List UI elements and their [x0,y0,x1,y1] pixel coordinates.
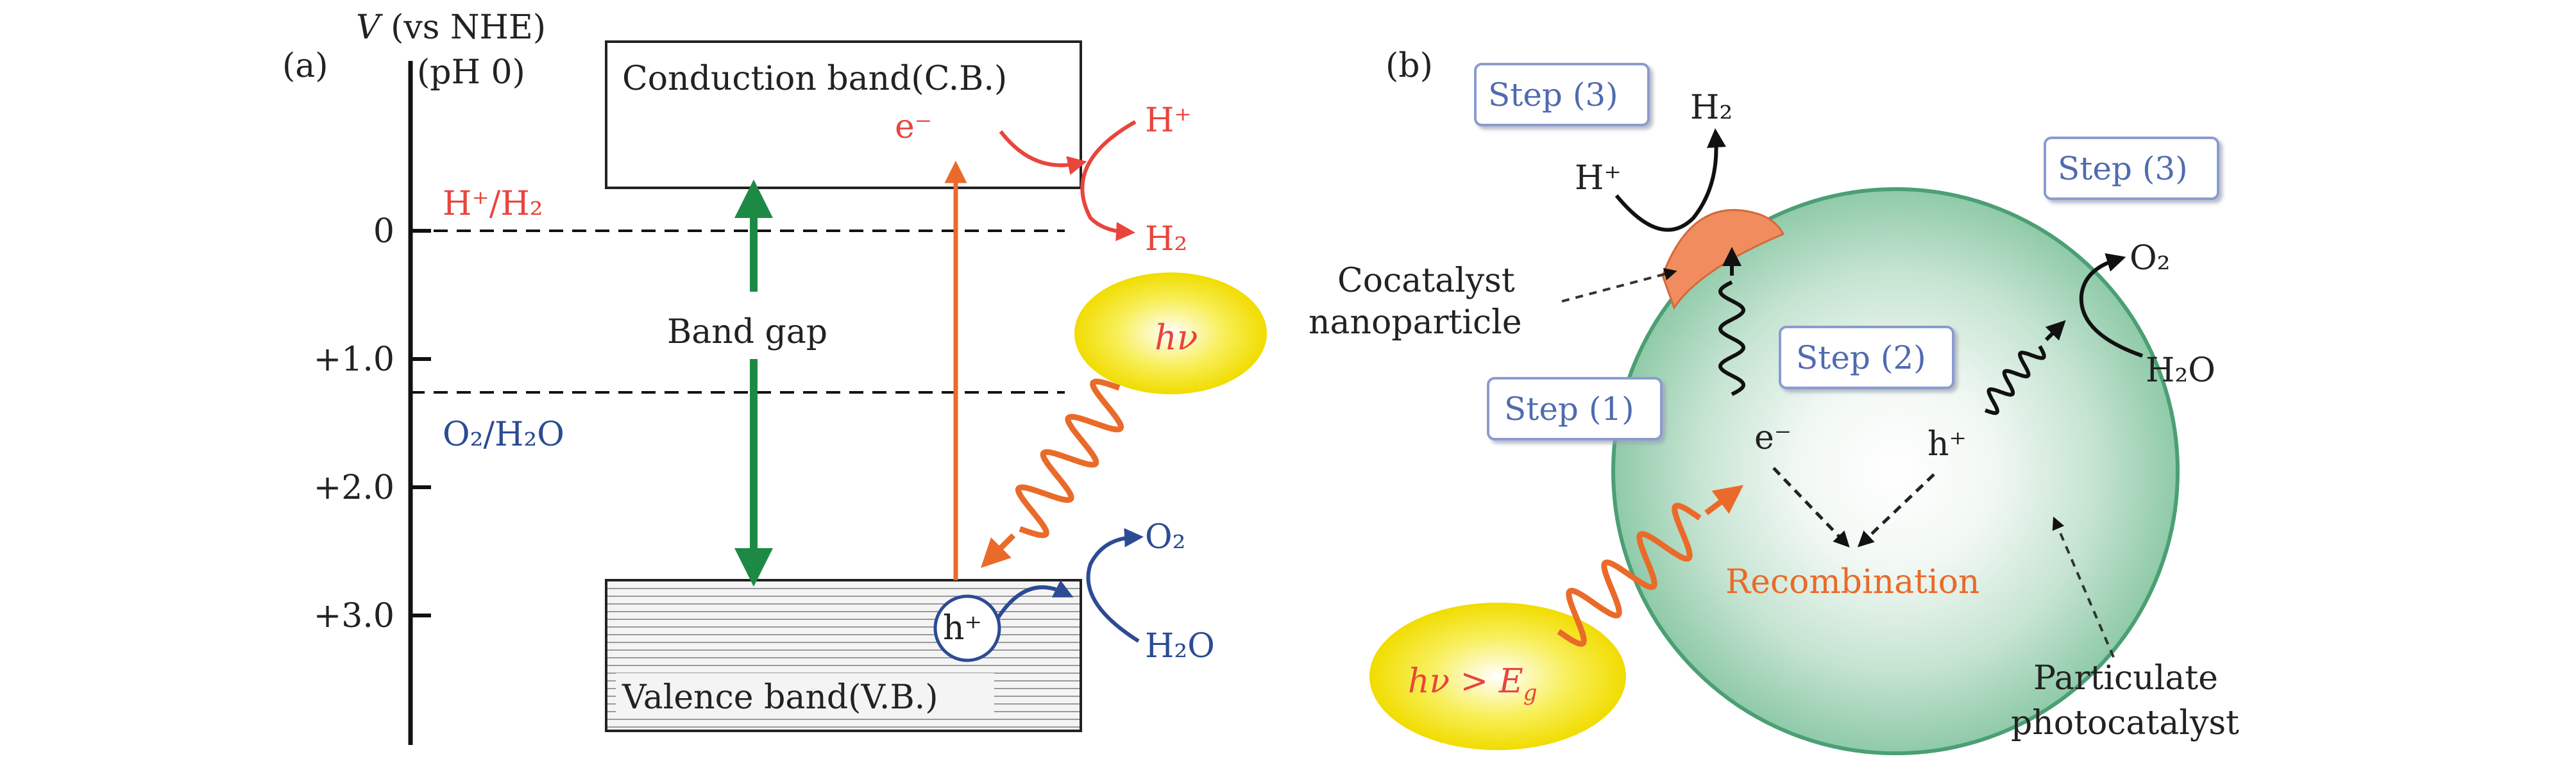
photon-wave-a-arrow [981,533,1016,568]
proton-label: H⁺ [1145,101,1192,140]
hole-recombination-arrow [1857,473,1935,548]
axis-tick-label-0: 0 [373,212,394,251]
particulate-photocatalyst [1611,187,2180,755]
photon-a-label: hν [1155,317,1198,358]
photocatalyst-label-line2: photocatalyst [2011,704,2239,742]
hole-circle [933,594,1001,662]
water-label-b: H₂O [2146,351,2216,390]
panel-a: (a) V (vs NHE) (pH 0) 0 +1.0 +2.0 +3.0 H⁺/H… [282,8,1267,745]
hole-label-b: h⁺ [1928,425,1967,464]
hole-migration-wave [1984,345,2046,415]
axis-title: V (vs NHE) [356,8,546,47]
axis-subtitle: (pH 0) [417,53,525,92]
step-2-box [1779,326,1954,389]
photon-b-label: hν > Eg [1408,662,1537,706]
axis-ticks: 0 +1.0 +2.0 +3.0 [314,212,431,635]
step-1-label: Step (1) [1504,390,1634,428]
cocatalyst-pointer [1561,267,1677,303]
oxygen-label-b: O₂ [2130,239,2170,278]
step-1-box [1487,377,1663,440]
valence-band-label: Valence band(V.B.) [622,678,938,717]
band-gap-label: Band gap [667,313,827,351]
h-h2-level-label: H⁺/H₂ [443,185,543,223]
hydrogen-label: H₂ [1145,220,1187,258]
photon-a [1074,272,1267,394]
step-3-label-left: Step (3) [1488,76,1618,113]
electron-migration-wave [1718,280,1746,396]
electron-transfer-arrow [999,130,1087,175]
photon-wave-b-arrow [1704,485,1743,515]
panel-a-label: (a) [282,47,328,85]
axis-tick-label-3: +3.0 [314,597,394,635]
cocatalyst-label-line1: Cocatalyst [1337,262,1515,300]
hole-label: h⁺ [943,609,982,648]
oxygen-label: O₂ [1145,518,1185,556]
step-boxes [1474,63,2219,440]
electron-recombination-arrow [1772,467,1850,548]
photocatalyst-pointer [2052,516,2115,658]
oxygen-evolution-arrow [2079,253,2143,358]
panel-b: (b) Step (3) Step (3) Step (2) Step (1) … [1309,47,2239,755]
cocatalyst-label-line2: nanoparticle [1309,303,1522,342]
panel-b-label: (b) [1385,47,1433,85]
proton-label-b: H⁺ [1575,159,1622,197]
oxidation-arrow [1086,528,1144,643]
hole-migration-arrow [2044,320,2066,342]
o2-h2o-level-label: O₂/H₂O [443,415,564,454]
step-3-label-right: Step (3) [2058,150,2188,187]
step-3-box-left [1474,63,1650,126]
electron-label: e⁻ [895,108,932,146]
photon-wave-a [1015,378,1124,539]
reduction-arrow [1080,120,1137,242]
photon-b [1369,603,1626,750]
axis-tick-label-1: +1.0 [314,340,394,379]
photocatalyst-label-line1: Particulate [2033,659,2218,698]
conduction-band-box [605,40,1082,189]
axis-tick-label-2: +2.0 [314,469,394,507]
recombination-label: Recombination [1725,563,1979,601]
photon-wave-b [1557,503,1702,647]
step-2-label: Step (2) [1796,339,1926,376]
step-3-box-right [2044,137,2219,200]
hole-transfer-arrow [996,580,1074,620]
hydrogen-label-b: H₂ [1690,88,1733,127]
electron-label-b: e⁻ [1754,419,1792,457]
hydrogen-evolution-arrow [1614,128,1726,232]
conduction-band-label: Conduction band(C.B.) [622,60,1007,98]
valence-band-label-bg [616,673,994,718]
water-label: H₂O [1145,627,1215,665]
